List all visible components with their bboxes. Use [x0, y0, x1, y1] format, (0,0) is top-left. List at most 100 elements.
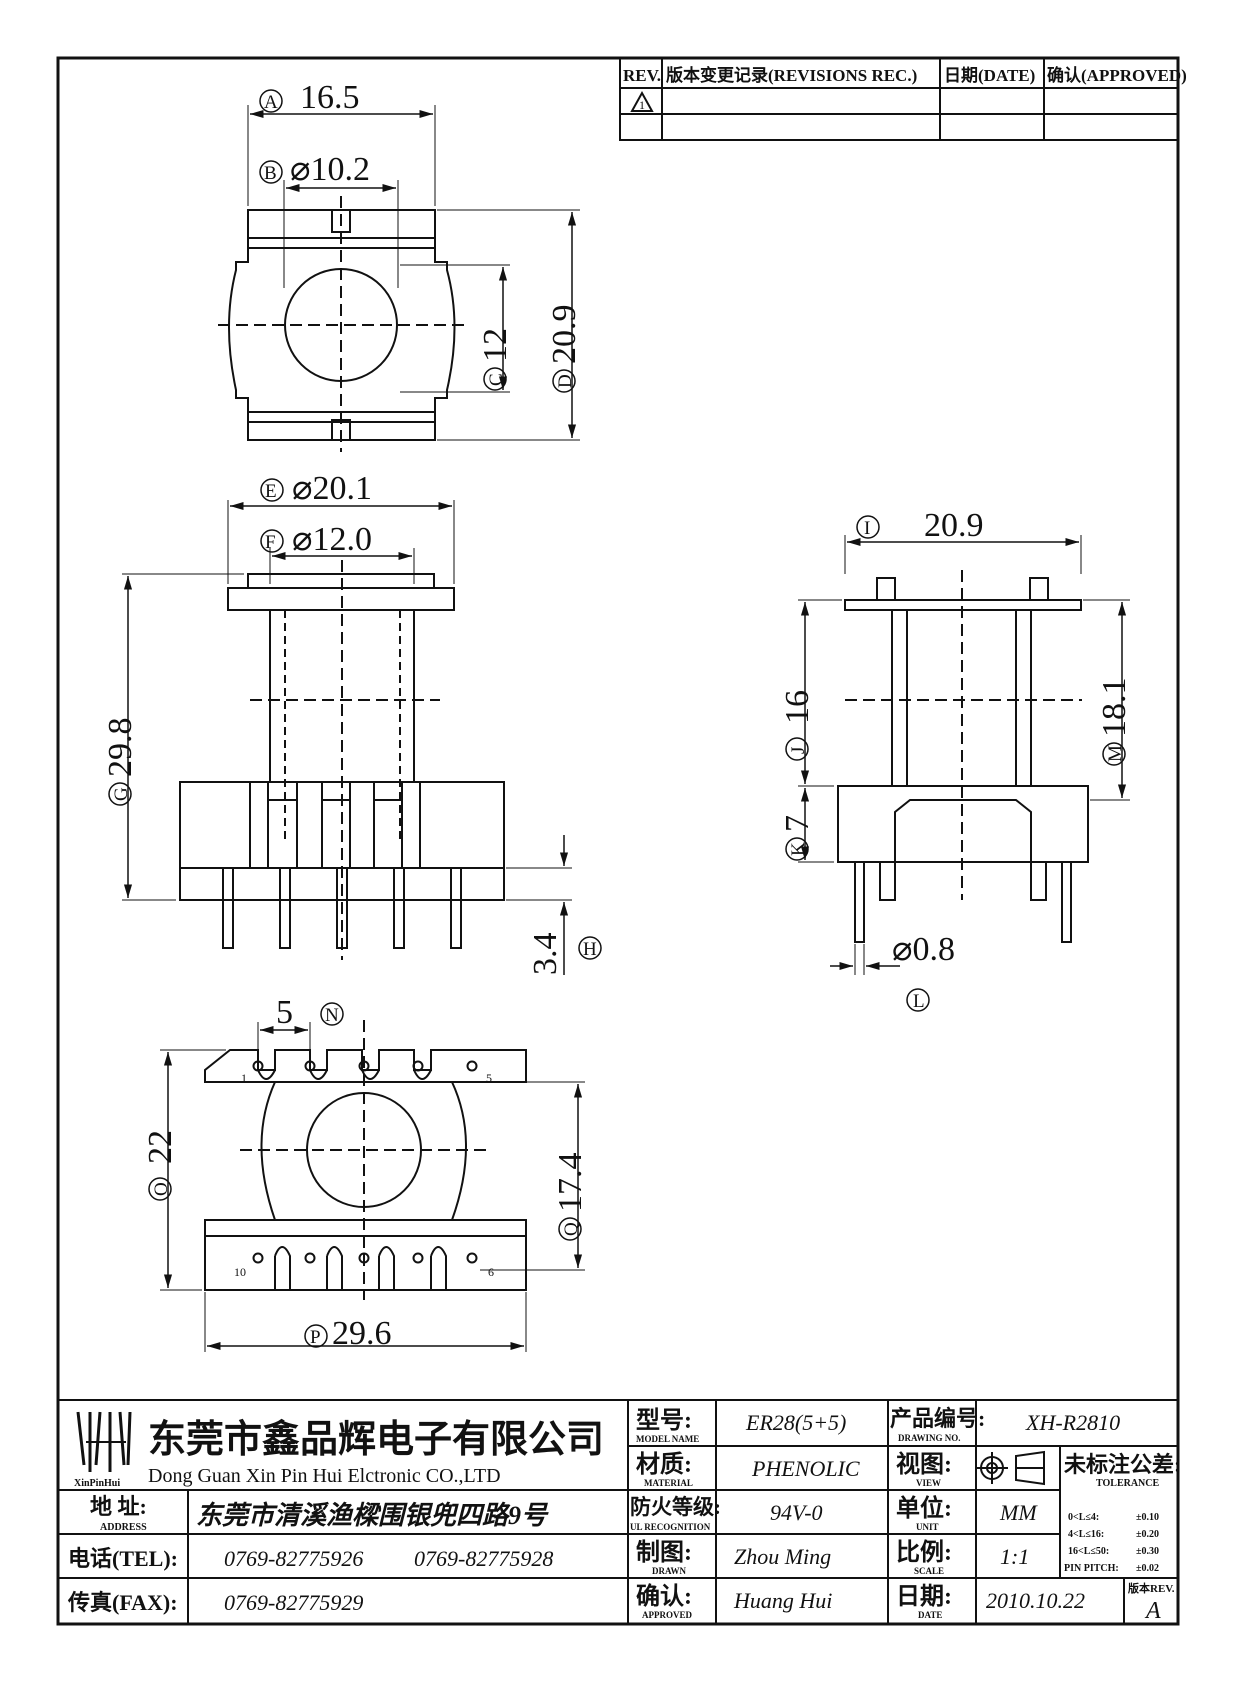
side-view	[798, 535, 1130, 975]
date-value: 2010.10.22	[986, 1588, 1085, 1613]
tolerance-value-2: ±0.20	[1136, 1529, 1159, 1540]
dim-q-value: 17.4	[552, 1153, 589, 1213]
dim-k-tag: K	[788, 842, 809, 856]
tolerance-value-4: ±0.02	[1136, 1563, 1159, 1574]
rev-row-1-number: 1	[639, 98, 645, 112]
date-label-en: DATE	[918, 1610, 942, 1620]
approved-header: 确认(APPROVED)	[1047, 65, 1187, 85]
tolerance-range-4: PIN PITCH:	[1064, 1563, 1119, 1574]
pin-label-5: 5	[486, 1071, 492, 1085]
dim-j-value: 16	[779, 690, 816, 724]
address-value: 东莞市清溪渔樑围银兜四路9号	[196, 1501, 549, 1530]
material-label: 材质:	[636, 1451, 692, 1478]
dim-k-value: 7	[779, 815, 816, 832]
drawing-no-label-en: DRAWING NO.	[898, 1433, 961, 1443]
dim-d-value: 20.9	[546, 305, 583, 365]
material-label-en: MATERIAL	[644, 1478, 693, 1488]
tolerance-label: 未标注公差:	[1064, 1452, 1181, 1477]
dim-q-tag: Q	[561, 1222, 582, 1236]
tolerance-range-1: 0<L≤4:	[1068, 1512, 1099, 1523]
title-block	[58, 1399, 1178, 1624]
tel-number-2: 0769-82775928	[414, 1546, 553, 1571]
dim-e-tag: E	[265, 481, 277, 502]
flame-value: 94V-0	[770, 1500, 823, 1525]
unit-label: 单位:	[896, 1494, 952, 1522]
dim-f-value: ⌀12.0	[292, 521, 372, 558]
fax-label: 传真(FAX):	[67, 1590, 178, 1615]
pin-label-6: 6	[488, 1265, 494, 1279]
dim-c-value: 12	[477, 328, 514, 362]
tolerance-label-en: TOLERANCE	[1096, 1478, 1159, 1489]
bottom-view	[160, 1020, 585, 1352]
dim-i-value: 20.9	[924, 507, 984, 544]
approved-value: Huang Hui	[733, 1588, 832, 1613]
version-value: A	[1144, 1598, 1161, 1624]
dim-g-tag: G	[111, 787, 132, 801]
address-label-en: ADDRESS	[100, 1522, 147, 1533]
model-label: 型号:	[636, 1407, 692, 1434]
dim-n-tag: N	[325, 1005, 339, 1026]
dim-m-value: 18.1	[1096, 678, 1133, 738]
tolerance-range-3: 16<L≤50:	[1068, 1546, 1109, 1557]
pin-label-10: 10	[234, 1265, 246, 1279]
flame-label-en: UL RECOGNITION	[630, 1522, 711, 1532]
tolerance-value-1: ±0.10	[1136, 1512, 1159, 1523]
front-view	[122, 500, 572, 975]
dim-e-value: ⌀20.1	[292, 470, 372, 507]
revision-table	[619, 57, 1179, 141]
dim-h-value: 3.4	[527, 933, 564, 976]
dim-o-value: 22	[142, 1130, 179, 1164]
version-label: 版本REV.	[1128, 1581, 1175, 1595]
dim-h-tag: H	[583, 939, 597, 960]
company-name-en: Dong Guan Xin Pin Hui Elctronic CO.,LTD	[148, 1465, 501, 1487]
drawing-no-label: 产品编号:	[890, 1406, 985, 1431]
fax-number: 0769-82775929	[224, 1590, 363, 1615]
dim-p-value: 29.6	[332, 1315, 392, 1352]
approved-label: 确认:	[636, 1583, 692, 1610]
dim-f-tag: F	[265, 532, 276, 553]
scale-label-en: SCALE	[914, 1566, 944, 1576]
projection-symbol-icon	[976, 1450, 1045, 1486]
date-label: 日期:	[896, 1583, 952, 1610]
model-value: ER28(5+5)	[745, 1410, 846, 1435]
tolerance-value-3: ±0.30	[1136, 1546, 1159, 1557]
drawn-label: 制图:	[636, 1539, 692, 1566]
dim-b-value: ⌀10.2	[290, 151, 370, 188]
approved-label-en: APPROVED	[642, 1610, 692, 1620]
top-view	[218, 105, 580, 452]
sheet-border	[56, 56, 1180, 1626]
view-label: 视图:	[896, 1451, 952, 1478]
dim-c-tag: C	[486, 373, 507, 386]
tel-number-1: 0769-82775926	[224, 1546, 363, 1571]
dim-a-value: 16.5	[300, 79, 360, 116]
dim-g-value: 29.8	[102, 718, 139, 778]
tolerance-range-2: 4<L≤16:	[1068, 1529, 1104, 1540]
unit-label-en: UNIT	[916, 1522, 939, 1532]
logo-text: XinPinHui	[74, 1478, 120, 1489]
material-value: PHENOLIC	[751, 1456, 860, 1481]
flame-label: 防火等级:	[630, 1495, 721, 1519]
rev-header: REV.	[623, 66, 661, 85]
dim-p-tag: P	[310, 1327, 321, 1348]
scale-label: 比例:	[896, 1539, 952, 1566]
rev-triangle-icon	[630, 90, 654, 112]
scale-value: 1:1	[1000, 1544, 1029, 1569]
drawing-no-value: XH-R2810	[1025, 1410, 1120, 1435]
unit-value: MM	[999, 1500, 1038, 1525]
record-header: 版本变更记录(REVISIONS REC.)	[666, 65, 917, 85]
dim-l-value: ⌀0.8	[892, 931, 955, 968]
company-name-cn: 东莞市鑫品辉电子有限公司	[148, 1419, 604, 1461]
company-logo	[76, 1411, 132, 1472]
dim-a-tag: A	[264, 92, 278, 113]
tel-label: 电话(TEL):	[68, 1546, 178, 1571]
dim-i-tag: I	[864, 518, 870, 539]
dim-o-tag: O	[151, 1182, 172, 1196]
dim-n-value: 5	[276, 994, 293, 1031]
address-label: 地 址:	[90, 1494, 147, 1519]
view-label-en: VIEW	[916, 1478, 941, 1488]
dim-l-tag: L	[913, 991, 925, 1012]
date-header: 日期(DATE)	[944, 66, 1035, 85]
dim-b-tag: B	[264, 163, 277, 184]
dim-m-tag: M	[1105, 745, 1126, 762]
